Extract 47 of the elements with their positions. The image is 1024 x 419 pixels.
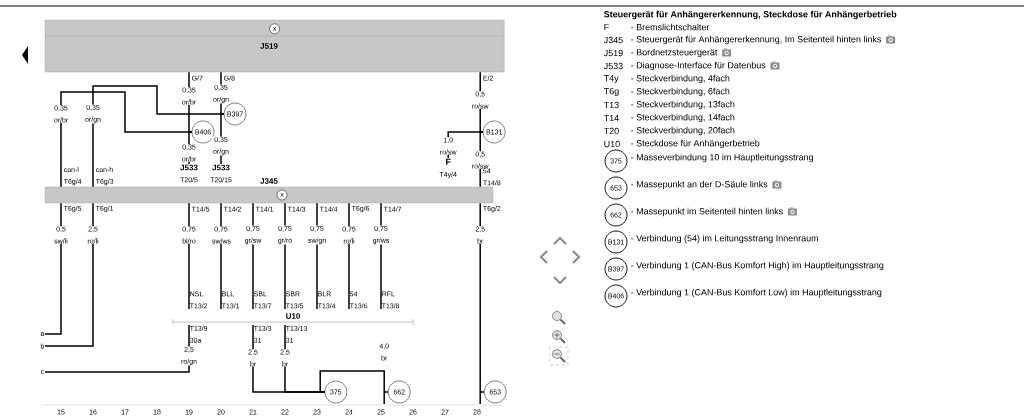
legend-key: T20 [603, 127, 619, 135]
wire [319, 370, 389, 405]
wire [284, 202, 286, 310]
legend-text: - Bordnetzsteuergerät [631, 48, 718, 58]
wire [380, 202, 382, 310]
wire [188, 131, 193, 165]
wire [60, 91, 193, 188]
legend-key: T13 [603, 101, 619, 109]
wire [92, 85, 225, 188]
wire [316, 202, 318, 310]
legend-key: F [604, 23, 609, 31]
wire [188, 202, 190, 310]
wire [220, 71, 225, 115]
legend-text: - Massepunkt an der D-Säule links [631, 180, 768, 190]
legend-text: - Bremslichtschalter [631, 23, 710, 31]
legend-text: - Steckverbindung, 4fach [631, 74, 730, 84]
wire [188, 71, 193, 133]
legend-text: - Masseverbindung 10 im Hauptleitungsstrang [631, 153, 813, 163]
legend-title: Steuergerät für Anhängererkennung, Steckdose für Anhängerbetrieb [603, 10, 897, 20]
legend-text: - Steckverbindung, 13fach [631, 100, 735, 110]
wire [479, 71, 484, 133]
legend-text: - Massepunkt im Seitenteil hinten links [631, 207, 783, 217]
legend-key: J533 [603, 62, 623, 70]
legend-text: - Steuergerät für Anhängererkennung, Im Seitenteil hinten links [631, 35, 882, 45]
wire [220, 113, 225, 165]
legend-key: J345 [603, 36, 623, 44]
wire [220, 202, 222, 310]
legend-text: - Steckdose für Anhängerbetrieb [631, 139, 760, 149]
wire [252, 202, 254, 310]
legend-key: T6g [603, 87, 619, 97]
legend-key: T4y [603, 75, 619, 83]
legend-text: - Verbindung 1 (CAN-Bus Komfort High) im Hauptleitungsstrang [631, 261, 884, 271]
legend-text: - Steckverbindung, 6fach [631, 87, 730, 97]
legend-text: - Verbindung 1 (CAN-Bus Komfort Low) im Hauptleitungsstrang [631, 288, 882, 298]
wire [44, 202, 94, 347]
legend-text: - Steckverbindung, 20fach [631, 126, 735, 136]
legend-key: T14 [603, 114, 619, 122]
wire [348, 202, 350, 310]
legend-key: J519 [603, 49, 623, 57]
legend-text: - Steckverbindung, 14fach [631, 113, 735, 123]
legend-text: - Diagnose-Interface für Datenbus [631, 61, 766, 71]
wire [447, 131, 484, 159]
legend-text: - Verbindung (54) im Leitungsstrang Innenraum [631, 234, 818, 244]
wire [479, 131, 484, 188]
wire [479, 202, 485, 405]
wire [44, 202, 62, 335]
wire [44, 324, 190, 373]
